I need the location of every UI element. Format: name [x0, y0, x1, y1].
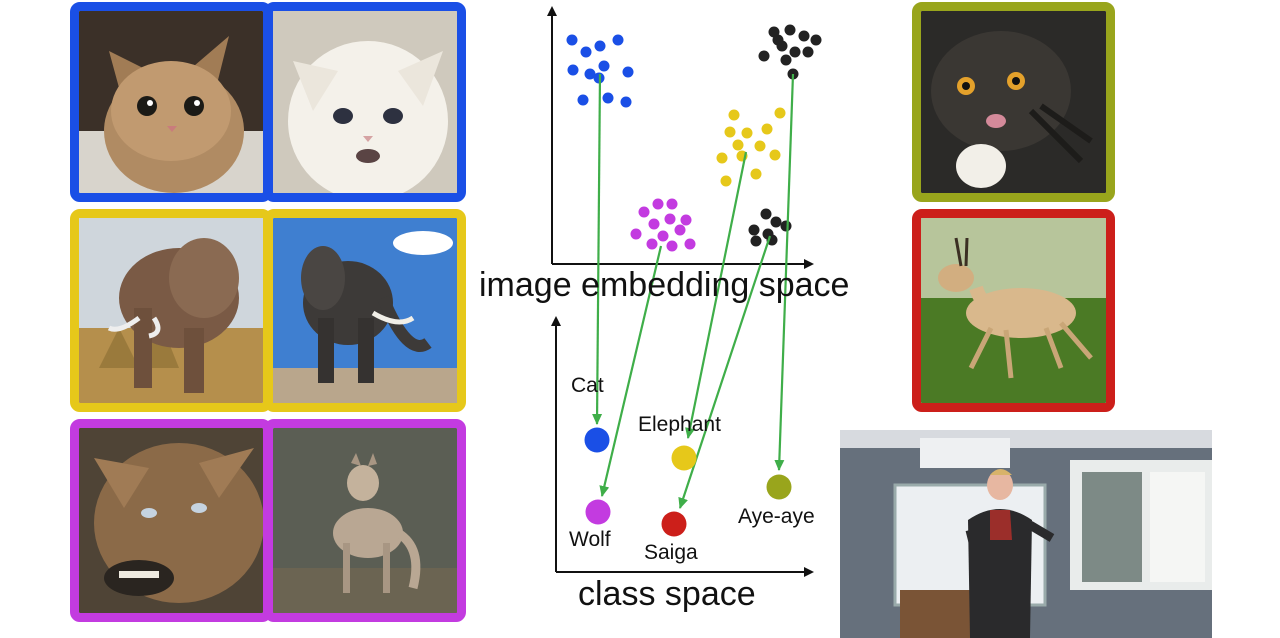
class-label-aye-aye: Aye-aye: [738, 505, 815, 528]
cluster-saiga: [748, 208, 792, 247]
saiga-photo: [921, 218, 1106, 403]
cat-photo-frame-2: [264, 2, 466, 202]
aye-aye-photo-frame: [912, 2, 1115, 202]
embedding-point: [774, 107, 786, 119]
embedding-point: [758, 50, 770, 62]
elephant-photo: [79, 218, 263, 403]
elephant-photo: [273, 218, 457, 403]
embedding-point: [680, 214, 692, 226]
arrow-aye-aye: [774, 73, 795, 471]
embedding-point: [594, 40, 606, 52]
arrow-cat: [592, 73, 603, 425]
embedding-point: [567, 64, 579, 76]
embedding-point: [750, 168, 762, 180]
embedding-point: [789, 46, 801, 58]
embedding-point: [772, 34, 784, 46]
embedding-point: [780, 54, 792, 66]
embedding-point: [652, 198, 664, 210]
embedding-point: [728, 109, 740, 121]
cluster-aye-aye: [758, 24, 822, 80]
saiga-photo-frame: [912, 209, 1115, 412]
embedding-point: [666, 198, 678, 210]
arrow-elephant: [685, 151, 748, 439]
embedding-point: [716, 152, 728, 164]
class-label-cat: Cat: [571, 374, 604, 397]
elephant-photo-frame-2: [264, 209, 466, 412]
embedding-point: [684, 238, 696, 250]
cat-photo-frame-1: [70, 2, 272, 202]
class-label-wolf: Wolf: [569, 528, 611, 551]
elephant-photo-frame-1: [70, 209, 272, 412]
cat-photo: [273, 11, 457, 193]
embedding-point: [754, 140, 766, 152]
embedding-point: [674, 224, 686, 236]
class-point-aye-aye: [766, 474, 792, 500]
embedding-point: [612, 34, 624, 46]
class-point-saiga: [661, 511, 687, 537]
embedding-point: [664, 213, 676, 225]
embedding-point: [769, 149, 781, 161]
class-point-wolf: [585, 499, 611, 525]
embedding-point: [741, 127, 753, 139]
embedding-point: [602, 92, 614, 104]
lecturer-video-inset[interactable]: [840, 430, 1212, 638]
cluster-cat: [566, 34, 634, 108]
arrow-wolf: [599, 245, 663, 497]
cluster-elephant: [716, 107, 786, 187]
embedding-point: [638, 206, 650, 218]
embedding-point: [657, 230, 669, 242]
embedding-point: [798, 30, 810, 42]
embedding-point: [720, 175, 732, 187]
wolf-photo: [79, 428, 263, 613]
embedding-point: [761, 123, 773, 135]
embedding-point: [780, 220, 792, 232]
class-space-axis-title: class space: [578, 575, 756, 613]
embedding-point: [580, 46, 592, 58]
image-space-axis-title: image embedding space: [479, 266, 850, 304]
embedding-point: [566, 34, 578, 46]
embedding-point: [577, 94, 589, 106]
embedding-point: [802, 46, 814, 58]
class-label-elephant: Elephant: [638, 413, 721, 436]
wolf-photo: [273, 428, 457, 613]
embedding-point: [666, 240, 678, 252]
cluster-wolf: [630, 198, 696, 252]
embedding-point: [724, 126, 736, 138]
embedding-point: [584, 68, 596, 80]
embedding-point: [620, 96, 632, 108]
embedding-point: [810, 34, 822, 46]
embedding-point: [784, 24, 796, 36]
class-point-cat: [584, 427, 610, 453]
class-label-saiga: Saiga: [644, 541, 698, 564]
lecture-room-scene: [840, 430, 1212, 638]
embedding-point: [630, 228, 642, 240]
aye-aye-photo: [921, 11, 1106, 193]
embedding-point: [732, 139, 744, 151]
wolf-photo-frame-1: [70, 419, 272, 622]
embedding-point: [646, 238, 658, 250]
embedding-point: [750, 235, 762, 247]
wolf-photo-frame-2: [264, 419, 466, 622]
embedding-point: [622, 66, 634, 78]
embedding-point: [598, 60, 610, 72]
embedding-point: [760, 208, 772, 220]
class-point-elephant: [671, 445, 697, 471]
embedding-point: [770, 216, 782, 228]
embedding-point: [648, 218, 660, 230]
cat-photo: [79, 11, 263, 193]
embedding-point: [748, 224, 760, 236]
